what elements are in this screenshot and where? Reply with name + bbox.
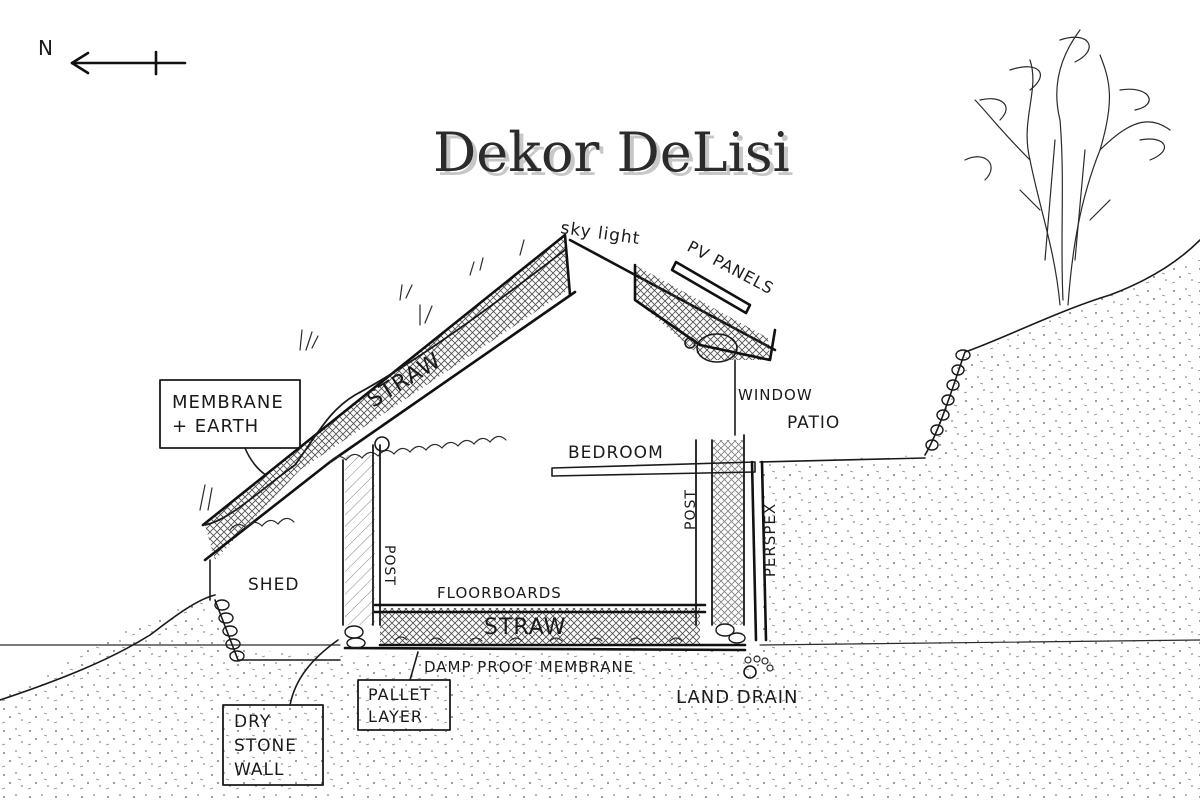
pallet-layer-callout: PALLET LAYER xyxy=(357,651,451,731)
pv-panels-label: PV PANELS xyxy=(684,237,777,299)
bedroom-floor: BEDROOM xyxy=(551,443,756,477)
roof-straw-label: STRAW xyxy=(363,348,446,413)
floor-straw: FLOORBOARDS STRAW xyxy=(343,584,747,652)
layer-label: LAYER xyxy=(368,707,423,726)
retaining-stones-right xyxy=(925,349,971,451)
right-post: POST xyxy=(683,434,745,626)
tree xyxy=(964,29,1171,306)
north-arrow: N xyxy=(38,36,187,76)
floorboards-label: FLOORBOARDS xyxy=(437,584,562,602)
perspex-panel: PERSPEX xyxy=(750,460,779,642)
land-drain-label: LAND DRAIN xyxy=(676,687,799,708)
earth-label: + EARTH xyxy=(172,416,259,437)
pallet-label: PALLET xyxy=(368,685,431,704)
watermark-shadow: Dekor DeLisi xyxy=(437,125,794,188)
dry-label: DRY xyxy=(234,712,271,732)
damp-proof-label: DAMP PROOF MEMBRANE xyxy=(424,658,634,676)
north-label: N xyxy=(38,36,54,60)
membrane-label: MEMBRANE xyxy=(172,392,284,413)
dry-stone-wall-callout: DRY STONE WALL xyxy=(222,639,339,786)
patio-label: PATIO xyxy=(787,413,840,433)
shed-label: SHED xyxy=(248,575,299,595)
shed: SHED xyxy=(209,559,341,661)
floor-straw-label: STRAW xyxy=(484,615,566,640)
watermark-title: Dekor DeLisi xyxy=(433,121,790,184)
membrane-earth-callout: MEMBRANE + EARTH xyxy=(159,379,301,476)
stone-label: STONE xyxy=(234,736,297,756)
foundation-stones xyxy=(344,623,746,649)
post-right-label: POST xyxy=(683,489,699,530)
wall-label: WALL xyxy=(234,760,284,780)
perspex-label: PERSPEX xyxy=(761,503,779,577)
left-post: POST xyxy=(342,436,397,626)
land-drain: LAND DRAIN xyxy=(676,655,799,708)
dry-stone-wall-stones xyxy=(214,599,245,662)
south-roof: PV PANELS xyxy=(568,237,777,363)
bedroom-label: BEDROOM xyxy=(568,443,664,463)
post-left-label: POST xyxy=(381,545,397,586)
skylight-label: sky light xyxy=(559,218,641,249)
ground-fill xyxy=(0,255,1200,800)
window-label: WINDOW xyxy=(738,386,813,404)
